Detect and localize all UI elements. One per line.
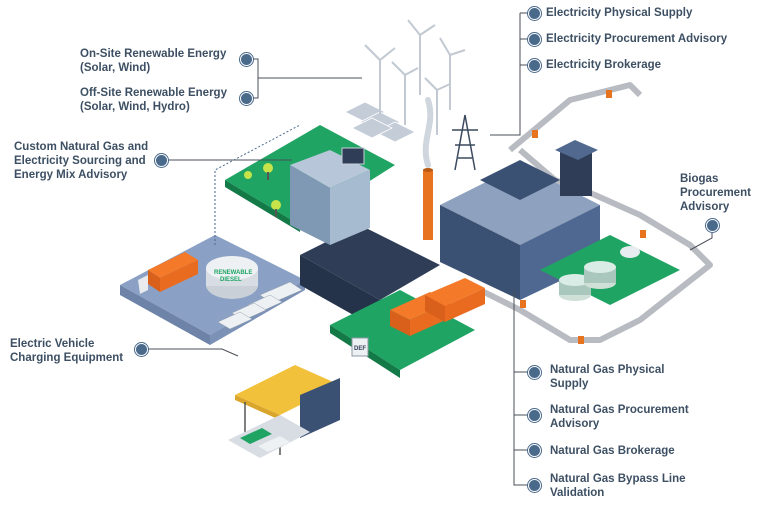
biogas-dot[interactable] <box>706 219 719 232</box>
ng-procurement-label: Natural Gas Procurement Advisory <box>550 404 689 430</box>
transmission-tower <box>452 114 478 171</box>
chimney <box>422 97 434 240</box>
elec-procurement-dot[interactable] <box>528 33 541 46</box>
def-tote <box>351 337 369 357</box>
ng-brokerage-label: Natural Gas Brokerage <box>550 445 675 457</box>
ng-procurement-dot[interactable] <box>528 409 541 422</box>
ng-supply-dot[interactable] <box>528 366 541 379</box>
trees <box>244 163 281 217</box>
ng-brokerage-dot[interactable] <box>528 444 541 457</box>
elec-supply-dot[interactable] <box>528 7 541 20</box>
ev-charging-label: Electric Vehicle Charging Equipment <box>10 338 124 364</box>
storage-tanks <box>559 246 640 301</box>
delivery-trucks <box>390 278 485 336</box>
onsite-dot[interactable] <box>240 53 253 66</box>
def-sign: DEF <box>354 346 366 352</box>
office-tower <box>290 150 370 245</box>
ng-supply-label: Natural Gas Physical Supply <box>550 364 665 390</box>
ev-dot[interactable] <box>135 343 148 356</box>
solar-panels <box>344 101 416 143</box>
pipeline-joints <box>520 90 646 344</box>
offsite-dot[interactable] <box>240 92 253 105</box>
fuel-truck <box>138 252 198 294</box>
offsite-renewable-label: Off-Site Renewable Energy (Solar, Wind, … <box>80 87 227 113</box>
custom-gas-electricity-label: Custom Natural Gas and Electricity Sourc… <box>14 141 149 181</box>
advisory-monitor <box>341 147 365 165</box>
custom-gas-dot[interactable] <box>155 154 168 167</box>
elec-supply-label: Electricity Physical Supply <box>546 7 693 19</box>
renewable-diesel-tank <box>206 256 258 299</box>
ng-bypass-label: Natural Gas Bypass Line Validation <box>550 473 686 499</box>
wind-turbines <box>364 19 466 135</box>
factory-floor <box>300 225 440 300</box>
dotted-connector <box>214 124 301 245</box>
elec-brokerage-label: Electricity Brokerage <box>546 59 662 71</box>
elec-procurement-label: Electricity Procurement Advisory <box>546 33 728 45</box>
ng-bypass-dot[interactable] <box>528 479 541 492</box>
ev-trucks <box>217 281 303 330</box>
onsite-renewable-label: On-Site Renewable Energy (Solar, Wind) <box>80 48 227 74</box>
ev-charging-canopy <box>228 365 340 458</box>
power-plant <box>440 140 600 300</box>
biogas-label: Biogas Procurement Advisory <box>680 173 751 213</box>
elec-brokerage-dot[interactable] <box>528 59 541 72</box>
